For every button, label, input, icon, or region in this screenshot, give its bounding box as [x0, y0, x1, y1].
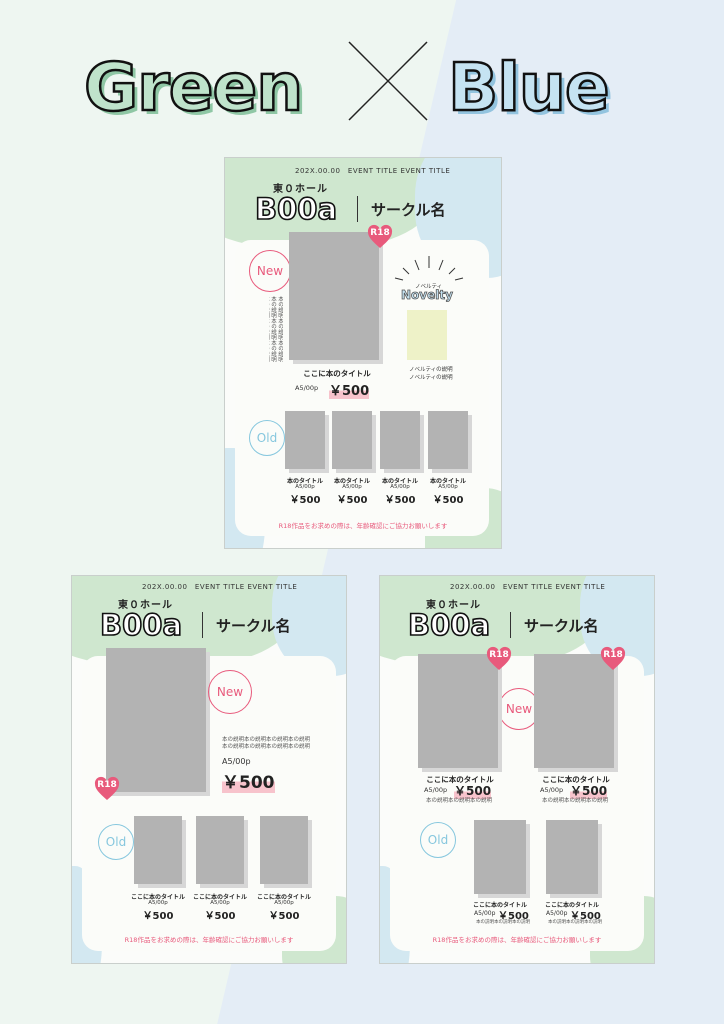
- new-book-price-2: ￥500: [570, 782, 608, 799]
- old-book-spec-1: A5/00p: [148, 900, 168, 906]
- old-book-cover-2: [196, 816, 244, 884]
- hall-label: 東０ホール: [273, 184, 328, 195]
- r18-badge: R18: [367, 224, 393, 250]
- old-book-cover-2: [546, 820, 598, 894]
- main-book-desc-2: 本の説明本の説明本の説明本の説明: [222, 744, 311, 750]
- old-book-title-3: 本のタイトル: [381, 478, 418, 485]
- sheet-top: 202X.00.00 EVENT TITLE EVENT TITLE 東０ホール…: [224, 157, 502, 549]
- old-book-cover-1: [134, 816, 182, 884]
- old-book-price-2: ￥500: [204, 911, 236, 922]
- new-book-spec-1: A5/00p: [424, 786, 448, 794]
- old-book-title-1: 本のタイトル: [286, 478, 323, 485]
- old-book-title-1: ここに本のタイトル: [130, 894, 185, 901]
- old-book-price-4: ￥500: [432, 495, 464, 506]
- main-book-title: ここに本のタイトル: [303, 369, 371, 378]
- hall-label: 東０ホール: [118, 600, 173, 611]
- r18-notice: R18作品をお求めの際は、年齢確認にご協力お願いします: [432, 936, 602, 944]
- old-book-spec-3: A5/00p: [390, 484, 410, 490]
- header-divider: [510, 612, 511, 638]
- old-book-price-1: ￥500: [142, 911, 174, 922]
- old-book-title-3: ここに本のタイトル: [256, 894, 311, 901]
- old-book-cover-3: [380, 411, 420, 469]
- old-book-title-1: ここに本のタイトル: [472, 902, 527, 909]
- new-book-title-1: ここに本のタイトル: [426, 775, 494, 784]
- old-book-cover-1: [285, 411, 325, 469]
- space-number: B00a: [254, 192, 338, 226]
- space-number: B00a: [99, 608, 183, 642]
- novelty-label-small: ノベルティ: [415, 284, 443, 290]
- old-book-price-2: ￥500: [570, 911, 601, 922]
- old-book-price-2: ￥500: [336, 495, 368, 506]
- new-book-cover-1: [418, 654, 498, 768]
- old-badge: Old: [249, 420, 285, 456]
- header-divider: [357, 196, 358, 222]
- event-date-line: 202X.00.00 EVENT TITLE EVENT TITLE: [295, 167, 451, 175]
- novelty-desc-1: ノベルティの説明: [409, 367, 453, 373]
- cross-icon: [348, 41, 428, 121]
- main-book-price: ￥500: [222, 768, 275, 793]
- old-book-price-3: ￥500: [268, 911, 300, 922]
- old-badge: Old: [420, 822, 456, 858]
- r18-badge-1: R18: [486, 646, 512, 672]
- old-book-cover-1: [474, 820, 526, 894]
- main-book-cover: [106, 648, 206, 792]
- old-book-title-2: 本のタイトル: [333, 478, 370, 485]
- main-book-spec: A5/00p: [222, 757, 251, 766]
- old-book-spec-1: A5/00p: [295, 484, 315, 490]
- sheet-bottom-right: 202X.00.00 EVENT TITLE EVENT TITLE 東０ホール…: [379, 575, 655, 964]
- old-book-spec-4: A5/00p: [438, 484, 458, 490]
- new-badge: New: [249, 250, 291, 292]
- sheet-bottom-left: 202X.00.00 EVENT TITLE EVENT TITLE 東０ホール…: [71, 575, 347, 964]
- space-number: B00a: [407, 608, 491, 642]
- r18-notice: R18作品をお求めの際は、年齢確認にご協力お願いします: [278, 522, 448, 530]
- circle-name: サークル名: [216, 617, 291, 635]
- new-book-desc-2: 本の説明本の説明本の説明: [542, 798, 609, 804]
- main-book-desc-1: 本の説明本の説明本の説明本の説明: [222, 737, 311, 743]
- new-book-price-1: ￥500: [454, 782, 492, 799]
- main-book-cover: [289, 232, 379, 360]
- header-divider: [202, 612, 203, 638]
- book-description-vertical: 本の説明本の説明本の説明本の説明本の説明本の説明本の説明本の説明本の説明本の説明…: [270, 296, 283, 362]
- new-book-title-2: ここに本のタイトル: [542, 775, 610, 784]
- old-book-spec-3: A5/00p: [274, 900, 294, 906]
- old-book-title-2: ここに本のタイトル: [544, 902, 599, 909]
- main-book-price: ￥500: [329, 380, 370, 399]
- old-book-title-2: ここに本のタイトル: [192, 894, 247, 901]
- old-book-price-1: ￥500: [498, 911, 529, 922]
- old-badge: Old: [98, 824, 134, 860]
- new-book-cover-2: [534, 654, 614, 768]
- old-book-price-3: ￥500: [384, 495, 416, 506]
- old-book-title-4: 本のタイトル: [429, 478, 466, 485]
- headline: Green Blue: [0, 38, 724, 138]
- old-book-cover-2: [332, 411, 372, 469]
- old-book-spec-2: A5/00p: [342, 484, 362, 490]
- circle-name: サークル名: [371, 201, 446, 219]
- old-book-cover-4: [428, 411, 468, 469]
- old-book-price-1: ￥500: [289, 495, 321, 506]
- headline-blue: Blue: [447, 48, 611, 128]
- old-book-spec-2: A5/00p: [546, 910, 568, 917]
- r18-badge-2: R18: [600, 646, 626, 672]
- hall-label: 東０ホール: [426, 600, 481, 611]
- old-book-desc-1: 本の説明本の説明本の説明: [476, 920, 530, 925]
- main-book-spec: A5/00p: [295, 384, 319, 392]
- r18-badge: R18: [94, 776, 120, 802]
- new-book-spec-2: A5/00p: [540, 786, 564, 794]
- event-date-line: 202X.00.00 EVENT TITLE EVENT TITLE: [450, 583, 606, 591]
- r18-notice: R18作品をお求めの際は、年齢確認にご協力お願いします: [124, 936, 294, 944]
- old-book-desc-2: 本の説明本の説明本の説明: [548, 920, 602, 925]
- event-date-line: 202X.00.00 EVENT TITLE EVENT TITLE: [142, 583, 298, 591]
- circle-name: サークル名: [524, 617, 599, 635]
- new-book-desc-1: 本の説明本の説明本の説明: [426, 798, 493, 804]
- headline-green: Green: [83, 48, 305, 128]
- novelty-desc-2: ノベルティの説明: [409, 375, 453, 381]
- old-book-spec-2: A5/00p: [210, 900, 230, 906]
- new-badge: New: [208, 670, 252, 714]
- novelty-title: Novelty: [401, 288, 454, 303]
- old-book-cover-3: [260, 816, 308, 884]
- novelty-rays-icon: [394, 256, 464, 281]
- novelty-image: [407, 310, 447, 360]
- old-book-spec-1: A5/00p: [474, 910, 496, 917]
